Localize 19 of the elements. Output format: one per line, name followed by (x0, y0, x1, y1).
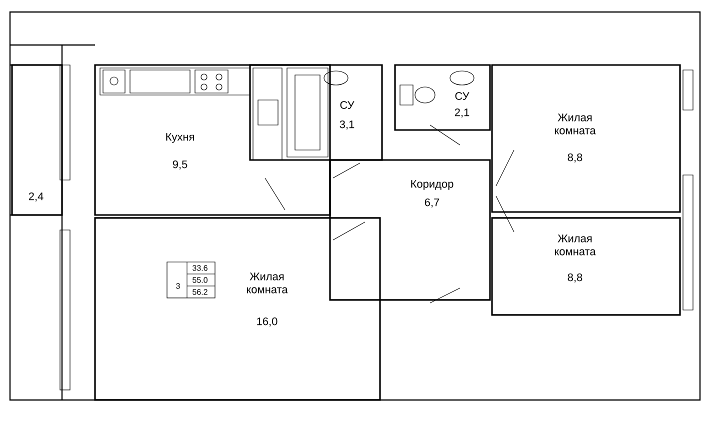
room-label: 55.0 (192, 277, 208, 283)
room-label: Кухня (166, 133, 194, 143)
room-label: 8,8 (568, 273, 582, 283)
room-label: 2,4 (28, 192, 44, 202)
room-label: 56.2 (192, 289, 208, 295)
room-label: Жилая комната (246, 272, 288, 294)
room-label: Коридор (411, 180, 454, 190)
room-label: 8,8 (568, 153, 582, 163)
room-label: СУ (455, 92, 470, 100)
room-label: Жилая комната (554, 234, 596, 256)
room-label: 16,0 (257, 317, 278, 327)
room-label: 6,7 (424, 198, 440, 208)
room-label: 3,1 (340, 120, 354, 130)
room-label: 2,1 (454, 108, 470, 118)
room-label: 9,5 (172, 160, 188, 170)
room-label: Жилая комната (554, 114, 596, 134)
room-label: 33.6 (192, 265, 208, 271)
room-label: 3 (176, 283, 180, 289)
room-label: СУ (340, 101, 354, 109)
